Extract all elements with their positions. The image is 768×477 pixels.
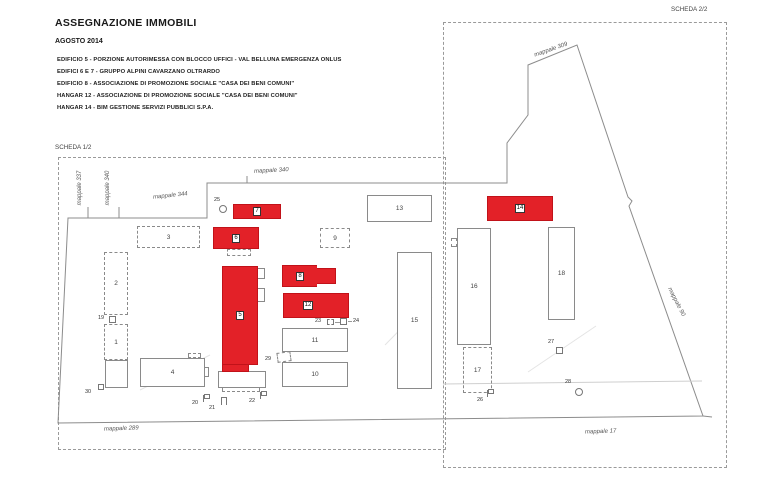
marker-connector — [335, 322, 340, 323]
building-label: 7 — [253, 207, 261, 216]
legend-line-1: EDIFICIO 5 - PORZIONE AUTORIMESSA CON BL… — [57, 57, 342, 63]
building-5-base-outline — [218, 371, 266, 388]
square-icon — [98, 384, 104, 390]
flag-icon — [487, 389, 494, 397]
building-label: 17 — [473, 366, 482, 374]
dashed-square-icon — [327, 319, 334, 325]
building-label: 14 — [514, 204, 526, 213]
building-1: 1 — [104, 324, 128, 360]
flag-icon — [260, 391, 267, 399]
legend-line-2: EDIFICI 6 E 7 - GRUPPO ALPINI CAVARZANO … — [57, 69, 221, 75]
mappale-17-label: mappale 17 — [584, 428, 617, 436]
building-5-dashed-apron — [222, 387, 260, 392]
sheet1-border — [58, 157, 446, 450]
building-label: 11 — [311, 336, 319, 344]
sheet1-label: SCHEDA 1/2 — [55, 144, 92, 151]
building-label: 18 — [557, 270, 566, 277]
building-label: 4 — [170, 369, 175, 376]
building-10: 10 — [282, 362, 348, 387]
building-label: 8 — [296, 271, 304, 281]
building-9: 9 — [320, 228, 350, 248]
marker-25-label: 25 — [214, 197, 221, 203]
mappale-340-vertical-label: mappale 340 — [105, 170, 111, 206]
marker-30-label: 30 — [85, 389, 92, 395]
marker-24-label: 24 — [353, 318, 360, 324]
building-14: 14 — [487, 196, 553, 221]
building-label: 2 — [114, 280, 118, 287]
marker-20-label: 20 — [192, 400, 199, 406]
building-5-south-wing — [222, 364, 249, 372]
building-label: 16 — [470, 283, 478, 290]
marker-26-label: 26 — [477, 397, 484, 403]
building-16-annex — [451, 238, 457, 247]
building-13: 13 — [367, 195, 432, 222]
building-18: 18 — [548, 227, 575, 320]
marker-19-label: 19 — [98, 315, 105, 321]
building-label: 9 — [333, 234, 337, 242]
building-4-bump — [204, 367, 209, 377]
building-6-dashed-apron — [227, 249, 251, 256]
building-7: 7 — [233, 204, 281, 219]
building-4-annex — [188, 353, 201, 358]
building-2: 2 — [104, 252, 128, 315]
marker-22-label: 22 — [249, 398, 256, 404]
circle-icon — [575, 388, 583, 396]
square-icon — [109, 316, 116, 323]
building-6: 6 — [213, 227, 259, 249]
marker-23-label: 23 — [315, 318, 322, 324]
square-icon — [340, 318, 347, 325]
building-5-annex-mid — [257, 288, 265, 302]
building-annex-unnumbered — [105, 360, 128, 388]
building-label: 15 — [410, 317, 419, 324]
building-label: 1 — [114, 338, 118, 346]
building-5-annex-top — [257, 268, 265, 279]
dashed-area-icon — [276, 351, 292, 363]
marker-28-label: 28 — [565, 379, 572, 385]
building-11: 11 — [282, 328, 348, 352]
sheet2-label: SCHEDA 2/2 — [671, 6, 708, 13]
building-15: 15 — [397, 252, 432, 389]
building-label: 13 — [395, 205, 404, 212]
building-label: 12 — [302, 301, 314, 310]
building-5: 5 — [222, 266, 258, 365]
flag-icon — [203, 394, 210, 402]
marker-connector — [348, 321, 352, 322]
mappale-337-label: mappale 337 — [77, 170, 83, 206]
sheet2-border — [443, 22, 727, 468]
square-icon — [556, 347, 563, 354]
building-4: 4 — [140, 358, 205, 387]
mappale-289-label: mappale 289 — [103, 425, 139, 433]
date-label: AGOSTO 2014 — [55, 38, 103, 45]
building-12: 12 — [283, 293, 349, 318]
page-title: ASSEGNAZIONE IMMOBILI — [55, 17, 197, 29]
legend-line-5: HANGAR 14 - BIM GESTIONE SERVIZI PUBBLIC… — [57, 105, 214, 111]
marker-27-label: 27 — [548, 339, 555, 345]
building-label: 5 — [236, 311, 244, 320]
building-3: 3 — [137, 226, 200, 248]
circle-icon — [219, 205, 227, 213]
building-label: 6 — [232, 233, 240, 243]
building-label: 10 — [311, 371, 319, 378]
marker-29-label: 29 — [265, 356, 272, 362]
marker-21-label: 21 — [209, 405, 216, 411]
legend-line-4: HANGAR 12 - ASSOCIAZIONE DI PROMOZIONE S… — [57, 93, 298, 99]
legend-line-3: EDIFICIO 8 - ASSOCIAZIONE DI PROMOZIONE … — [57, 81, 295, 87]
building-label: 3 — [166, 233, 171, 241]
bracket-icon — [221, 397, 227, 405]
building-8: 8 — [282, 265, 317, 287]
building-17: 17 — [463, 347, 492, 393]
building-16: 16 — [457, 228, 491, 345]
